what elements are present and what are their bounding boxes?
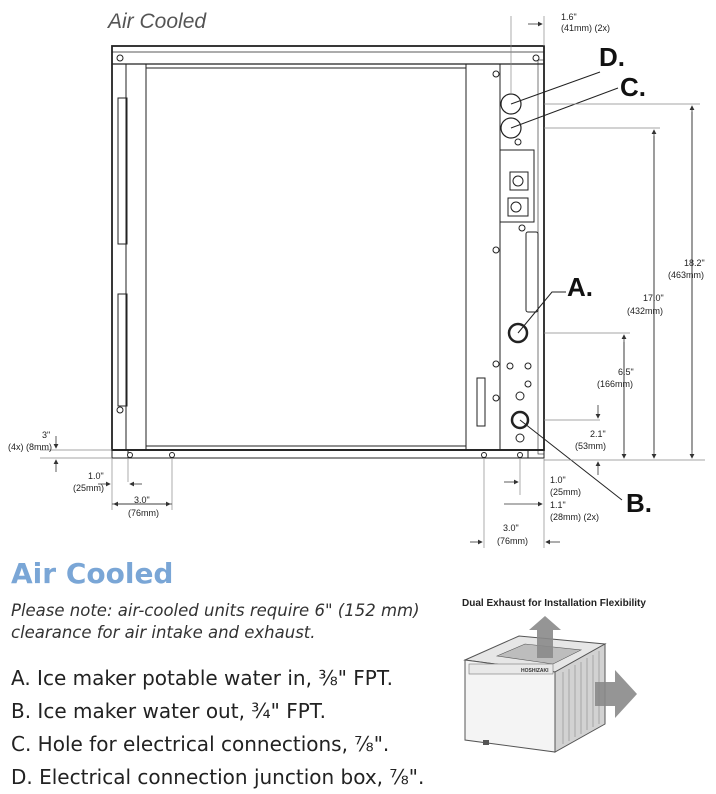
callout-leaders [510,71,623,501]
svg-text:17.0": 17.0" [643,293,664,303]
svg-text:(463mm): (463mm) [668,270,704,280]
svg-text:(53mm): (53mm) [575,441,606,451]
legend-item-d: D. Electrical connection junction box, ⅞… [11,765,425,789]
svg-text:6.5": 6.5" [618,367,634,377]
clearance-note-line-1: Please note: air-cooled units require 6"… [11,601,420,620]
svg-text:3.0": 3.0" [503,523,519,533]
svg-text:(25mm): (25mm) [73,483,104,493]
svg-text:(4x) (8mm): (4x) (8mm) [8,442,52,452]
svg-text:(25mm): (25mm) [550,487,581,497]
svg-text:1.1": 1.1" [550,500,566,510]
svg-text:1.6": 1.6" [561,12,577,22]
section-title: Air Cooled [11,557,174,590]
svg-text:(76mm): (76mm) [497,536,528,546]
callout-d: D. [599,42,625,72]
callout-c: C. [620,72,646,102]
svg-text:(166mm): (166mm) [597,379,633,389]
unit-front-view [111,45,545,459]
dual-exhaust-illustration: HOSHIZAKI [463,616,637,753]
svg-text:(41mm) (2x): (41mm) (2x) [561,23,610,33]
inset-title: Dual Exhaust for Installation Flexibilit… [462,598,646,609]
svg-text:(28mm) (2x): (28mm) (2x) [550,512,599,522]
dimension-labels: 1.6" (41mm) (2x) 18.2" (463mm) 17.0" (43… [8,12,705,546]
callout-b: B. [626,488,652,518]
svg-text:1.0": 1.0" [550,475,566,485]
extension-lines [40,16,705,548]
air-cooled-dimension-drawing: Air Cooled [8,10,705,548]
callout-a: A. [567,272,593,302]
connection-legend: A. Ice maker potable water in, ⅜" FPT. B… [11,662,424,794]
inset-brand-label: HOSHIZAKI [521,668,549,674]
svg-text:(76mm): (76mm) [128,508,159,518]
svg-text:(432mm): (432mm) [627,306,663,316]
clearance-note: Please note: air-cooled units require 6"… [11,600,451,644]
svg-text:3": 3" [42,430,50,440]
dimension-lines [53,21,695,545]
svg-text:1.0": 1.0" [88,471,104,481]
clearance-note-line-2: clearance for air intake and exhaust. [11,623,316,642]
unit-fasteners [116,54,540,458]
legend-item-b: B. Ice maker water out, ¾" FPT. [11,699,326,723]
drawing-view-label: Air Cooled [106,10,207,33]
svg-text:3.0": 3.0" [134,495,150,505]
svg-text:18.2": 18.2" [684,258,705,268]
svg-text:2.1": 2.1" [590,429,606,439]
legend-item-a: A. Ice maker potable water in, ⅜" FPT. [11,666,394,690]
legend-item-c: C. Hole for electrical connections, ⅞". [11,732,390,756]
port-c-electrical-hole [500,117,522,139]
